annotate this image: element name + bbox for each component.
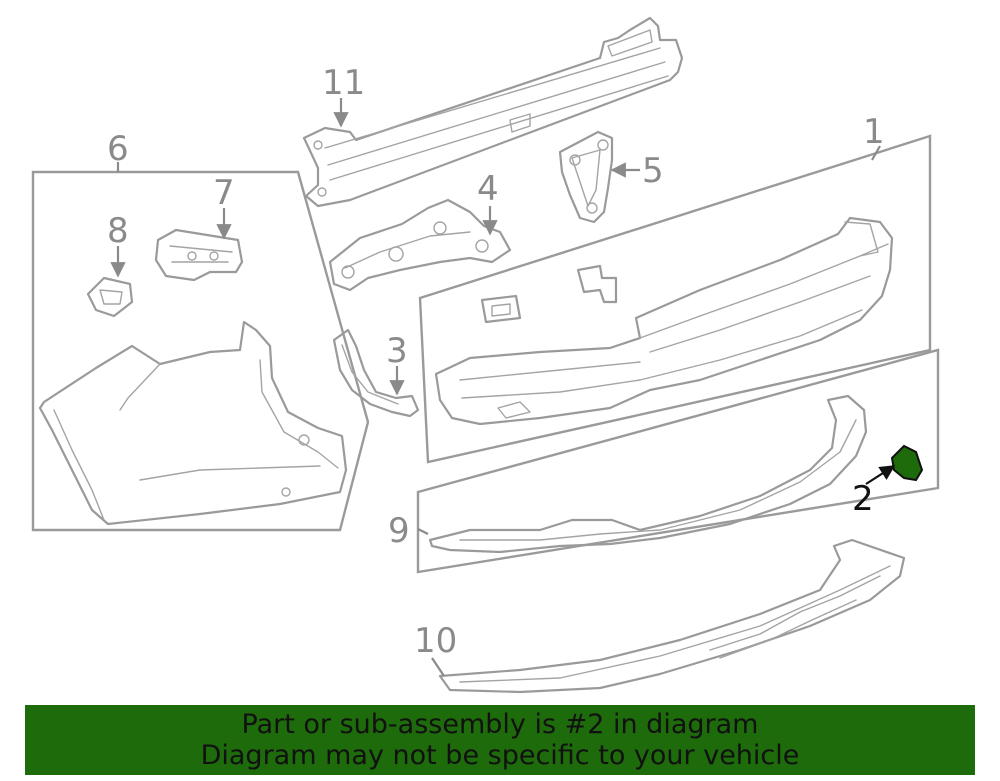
impact-bar-part [302,16,684,208]
support-bracket-part-3 [332,328,420,418]
callout-11: 11 [322,63,365,103]
callout-3: 3 [386,331,408,371]
panel-bumper-cover [418,134,932,464]
bracket-part-5 [558,130,614,224]
lower-skid-part-10 [438,538,906,694]
callout-6: 6 [107,129,129,169]
lower-molding-part-9 [428,394,868,554]
panel-left-group [31,170,370,532]
info-banner: Part or sub-assembly is #2 in diagram Di… [25,705,975,775]
callout-1: 1 [863,112,885,152]
panel-lower-molding [416,348,940,574]
corner-fascia-part-6 [38,320,348,526]
bumper-cover-part-1 [434,216,894,426]
banner-line-1: Part or sub-assembly is #2 in diagram [241,709,759,740]
clip-part-8 [86,276,134,318]
callout-8: 8 [107,211,129,251]
side-bracket-part-4 [328,198,512,292]
callout-10: 10 [414,621,457,661]
callout-2: 2 [852,479,874,519]
corner-bracket-part-7 [154,228,244,282]
leader-lines [110,98,896,677]
banner-line-2: Diagram may not be specific to your vehi… [200,740,800,771]
highlighted-part-2 [890,444,924,482]
callout-labels: 11 5 4 1 6 7 8 3 9 10 2 [107,63,885,661]
callout-7: 7 [213,173,235,213]
callout-5: 5 [642,151,664,191]
callout-4: 4 [477,169,499,209]
callout-9: 9 [388,511,410,551]
